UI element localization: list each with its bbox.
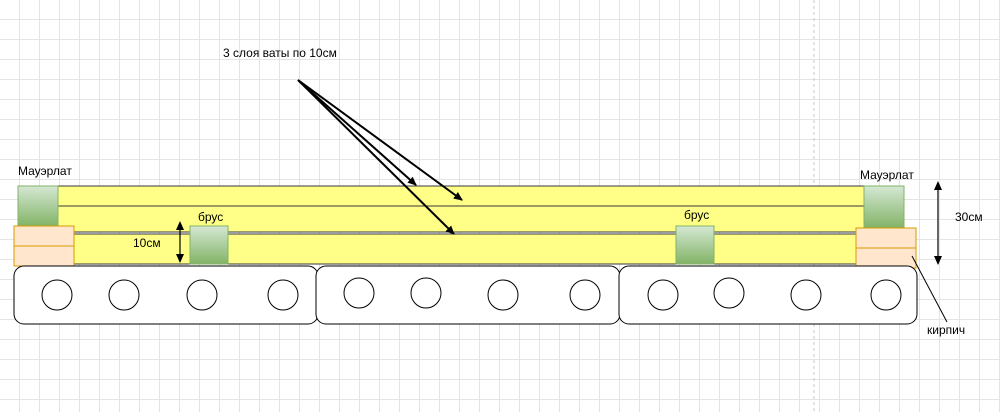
beam-left-label[interactable]: брус [198,210,224,224]
brick-label[interactable]: кирпич [927,323,966,337]
beam-right[interactable] [675,225,715,265]
slab-hollow [569,279,601,311]
wool-layers-label[interactable]: 3 слоя ваты по 10см [223,46,337,60]
brick-right-top[interactable] [855,227,917,249]
mauerlat-left[interactable] [17,185,59,227]
insulation-layer-top[interactable] [53,185,867,207]
beam-left[interactable] [189,225,229,265]
brick-left-top[interactable] [13,225,75,247]
pointer-arrow-top [297,79,463,201]
slab-hollow [487,279,519,311]
slab-hollow [790,279,822,311]
slab-hollow [267,279,299,311]
brick-pointer-line [911,255,948,323]
slab-hollow [410,277,442,309]
mauerlat-right-label[interactable]: Мауэрлат [860,168,914,182]
slab-hollow [41,279,73,311]
height-10cm-label[interactable]: 10см [133,236,161,250]
beam-right-label[interactable]: брус [684,208,710,222]
slab-hollow [647,279,679,311]
height-30cm-label[interactable]: 30см [955,210,983,224]
mauerlat-left-label[interactable]: Мауэрлат [18,164,72,178]
pointer-arrow-middle [297,79,417,186]
slab-hollow [108,279,140,311]
slab-hollow [186,279,218,311]
brick-right-bottom[interactable] [855,247,917,269]
slab-hollow [870,279,902,311]
slab-hollow [343,277,375,309]
pointer-arrow-bottom [297,79,455,235]
mauerlat-right[interactable] [863,185,905,229]
insulation-layer-middle[interactable] [53,205,867,233]
slab-right[interactable] [618,265,918,325]
brick-left-bottom[interactable] [13,245,75,267]
insulation-layer-bottom[interactable] [53,233,867,265]
slab-hollow [713,277,745,309]
